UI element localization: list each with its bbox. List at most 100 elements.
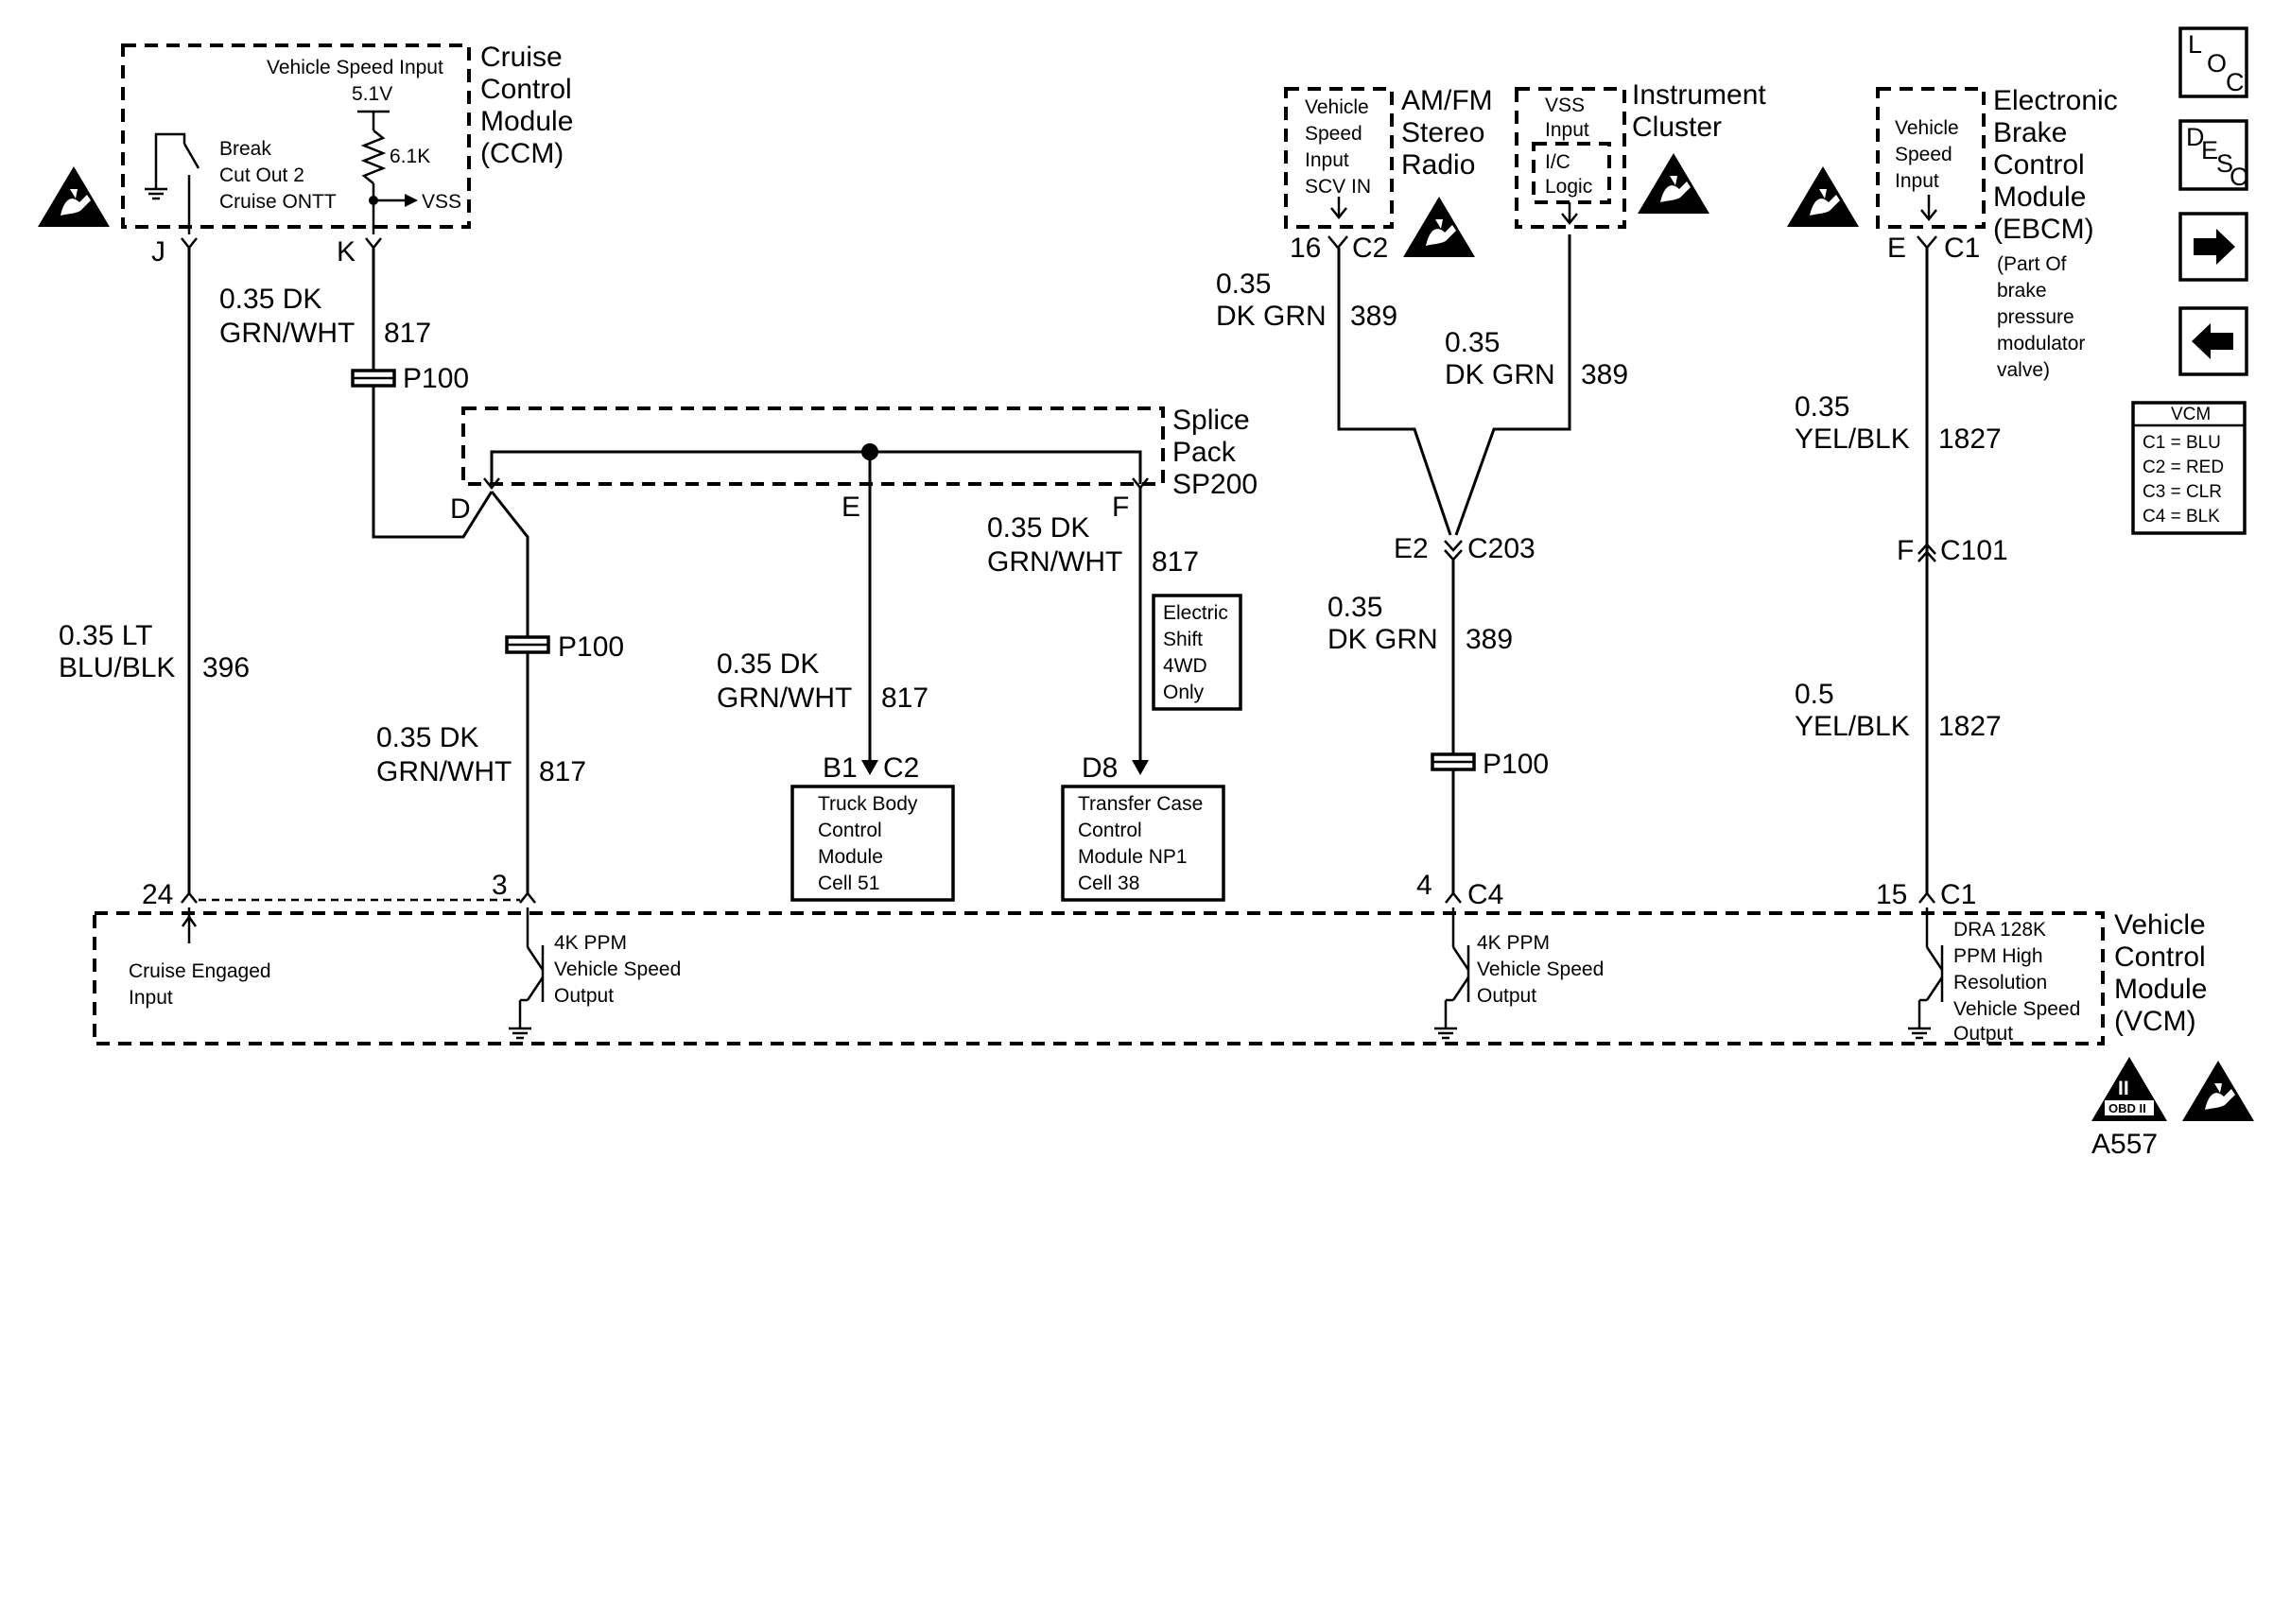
w396-color: BLU/BLK	[59, 652, 175, 683]
vcm-pin-15: 15	[1876, 879, 1907, 910]
ebcm-box-1: Vehicle	[1895, 117, 1959, 139]
esd-warning-icon	[1403, 197, 1475, 257]
splice-title-1: Splice	[1172, 405, 1250, 436]
splice-title-2: Pack	[1172, 437, 1237, 468]
vcm-title-3: Module	[2114, 974, 2207, 1005]
vcm-cruise-2: Input	[129, 987, 173, 1009]
cruise-control-module: Cruise Control Module (CCM) Vehicle Spee…	[38, 42, 573, 234]
vcm-conn-c4: C4	[1467, 879, 1503, 910]
vcm-pin-3: 3	[492, 870, 508, 901]
tccm-line-3: Module NP1	[1078, 846, 1188, 868]
prev-button[interactable]	[2178, 306, 2248, 376]
splice-pin-f: F	[1112, 492, 1129, 523]
am-fm-stereo-radio: Vehicle Speed Input SCV IN AM/FM Stereo …	[1284, 85, 1493, 257]
vcm-conn-c1: C1	[1940, 879, 1976, 910]
p100-label-2: P100	[558, 631, 624, 663]
w389-cluster-circuit: 389	[1581, 359, 1628, 390]
esd-warning-icon	[2182, 1061, 2254, 1121]
vcm-out2-2: Vehicle Speed	[1477, 959, 1604, 980]
w396-circuit: 396	[202, 652, 250, 683]
ccm-switch-line-2: Cut Out 2	[219, 164, 304, 186]
instrument-cluster: VSS Input I/C Logic Instrument Cluster	[1515, 79, 1766, 229]
next-button[interactable]	[2178, 212, 2248, 282]
pin-k: K	[337, 236, 356, 268]
ebcm-box-3: Input	[1895, 170, 1939, 192]
p100-connector-2	[505, 635, 550, 654]
esd-warning-icon	[1638, 153, 1709, 214]
radio-title-3: Radio	[1401, 149, 1475, 181]
ebcm-title-1: Electronic	[1993, 85, 2118, 116]
desc-letter-4: C	[2230, 163, 2248, 191]
loc-button[interactable]: L O C	[2178, 26, 2248, 98]
tbcm-line-4: Cell 51	[818, 872, 879, 894]
cluster-vss-2: Input	[1545, 119, 1589, 141]
ccm-switch-line-1: Break	[219, 138, 271, 160]
ebcm-note-4: modulator	[1997, 333, 2085, 354]
vcm-pin-24: 24	[142, 879, 173, 910]
w389-radio-color: DK GRN	[1216, 301, 1327, 332]
vcm-out3-4: Vehicle Speed	[1953, 998, 2080, 1020]
radio-box-1: Vehicle	[1305, 96, 1369, 118]
ebcm-pin: E	[1887, 233, 1906, 264]
w389-radio-size: 0.35	[1216, 268, 1271, 300]
arrow-left-icon	[2192, 323, 2233, 359]
p100-connector-3	[1431, 752, 1476, 771]
splice-pack: Splice Pack SP200	[461, 405, 1258, 500]
w817-mid-color: GRN/WHT	[717, 682, 852, 714]
cluster-logic-1: I/C	[1545, 151, 1570, 173]
w817-left-size: 0.35 DK	[376, 722, 478, 753]
w1827-upper-color: YEL/BLK	[1795, 423, 1910, 455]
esd-warning-icon	[1787, 166, 1859, 227]
loc-letter-3: C	[2226, 68, 2245, 96]
tccm-line-4: Cell 38	[1078, 872, 1139, 894]
radio-title-1: AM/FM	[1401, 85, 1493, 116]
wire-389-radio	[1337, 248, 1452, 536]
obd-ii-icon: II OBD II	[2091, 1057, 2167, 1121]
es-line-3: 4WD	[1163, 655, 1207, 677]
tbcm-pin: B1	[823, 752, 858, 784]
ebcm-note-3: pressure	[1997, 306, 2074, 328]
cluster-title-1: Instrument	[1632, 79, 1766, 111]
vcm-out3-5: Output	[1953, 1023, 2013, 1045]
w1827-lower-size: 0.5	[1795, 679, 1834, 710]
ebcm-title-4: Module	[1993, 181, 2086, 213]
ebcm-title-2: Brake	[1993, 117, 2067, 148]
transistor-symbol	[507, 907, 545, 1040]
radio-title-2: Stereo	[1401, 117, 1484, 148]
splice-bus	[490, 450, 1142, 484]
p100-label-1: P100	[403, 363, 469, 394]
w817-mid-size: 0.35 DK	[717, 648, 819, 680]
truck-body-control-module: Truck Body Control Module Cell 51	[790, 785, 955, 902]
wire-389-cluster	[1454, 234, 1571, 536]
w817-left-color: GRN/WHT	[376, 756, 512, 787]
ccm-switch-line-3: Cruise ONTT	[219, 191, 337, 213]
arrow-down-icon	[1132, 760, 1149, 775]
vcm-cruise-1: Cruise Engaged	[129, 960, 271, 982]
desc-letter-3: S	[2216, 149, 2233, 178]
cluster-title-2: Cluster	[1632, 112, 1722, 143]
w389-cluster-color: DK GRN	[1445, 359, 1555, 390]
tbcm-line-2: Control	[818, 820, 882, 841]
transfer-case-control-module: Transfer Case Control Module NP1 Cell 38	[1061, 785, 1225, 902]
w389-cluster-size: 0.35	[1445, 327, 1500, 358]
vss-arrow-icon	[405, 194, 418, 207]
wire-817-ccm	[372, 248, 494, 539]
loc-letter-2: O	[2207, 49, 2227, 78]
w389-lower-circuit: 389	[1466, 624, 1513, 655]
ccm-title-1: Cruise	[480, 42, 563, 73]
w389-radio-circuit: 389	[1350, 301, 1397, 332]
transistor-symbol	[1906, 907, 1944, 1040]
legend-row-2: C2 = RED	[2143, 458, 2224, 477]
legend-title: VCM	[2171, 405, 2211, 424]
arrow-down-icon	[861, 760, 878, 775]
ccm-title-4: (CCM)	[480, 138, 564, 169]
obd-numeral: II	[2118, 1078, 2129, 1099]
desc-button[interactable]: D E S C	[2178, 119, 2248, 191]
desc-letter-2: E	[2201, 136, 2218, 164]
cluster-vss-1: VSS	[1545, 95, 1585, 116]
w817-right-color: GRN/WHT	[987, 546, 1122, 578]
vcm-out3-2: PPM High	[1953, 945, 2043, 967]
legend-row-1: C1 = BLU	[2143, 433, 2221, 453]
es-line-4: Only	[1163, 682, 1205, 703]
ccm-title-3: Module	[480, 106, 573, 137]
